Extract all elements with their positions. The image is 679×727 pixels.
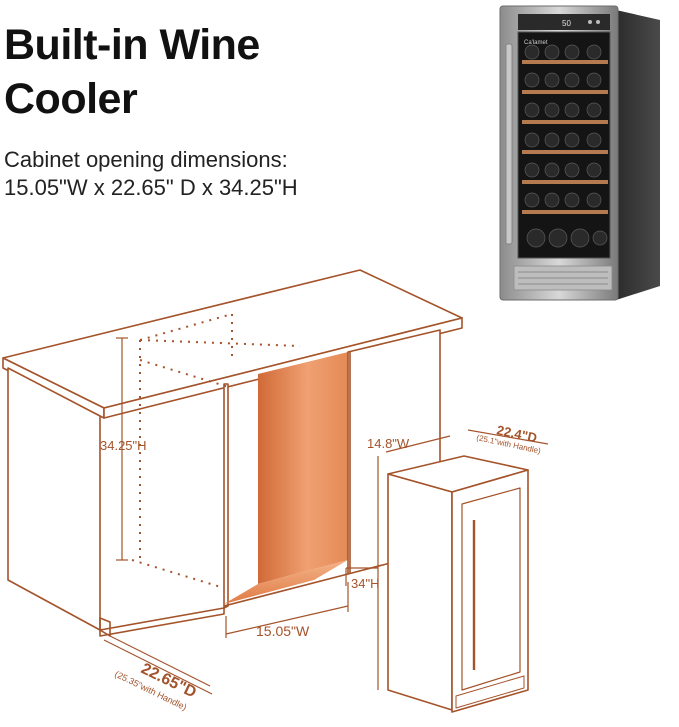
cooler-height-label: 34"H [351,576,379,591]
cabinet-height-label: 34.25"H [100,438,147,453]
cabinet-width-label: 15.05"W [256,623,310,639]
headline-line-2: Cooler [4,75,138,123]
brand-logo: Ca'lamet [524,40,548,46]
headline-line-1: Built-in Wine [4,21,260,69]
subtitle: Cabinet opening dimensions: 15.05"W x 22… [4,146,364,202]
cabinet-drawing [2,269,463,695]
cooler-width-label: 14.8"W [367,436,410,451]
wine-bottles [524,44,608,248]
wine-cooler-photo: 50 Ca'lamet [499,5,660,301]
temperature-display: 50 [562,19,571,28]
door-handle [505,43,513,245]
subtitle-line-2: 15.05"W x 22.65" D x 34.25"H [4,175,298,200]
subtitle-line-1: Cabinet opening dimensions: [4,147,288,172]
headline: Built-in Wine Cooler [4,18,384,126]
wine-shelves [522,60,608,214]
cabinet-opening [258,352,348,584]
cooler-outline-drawing [345,429,549,713]
